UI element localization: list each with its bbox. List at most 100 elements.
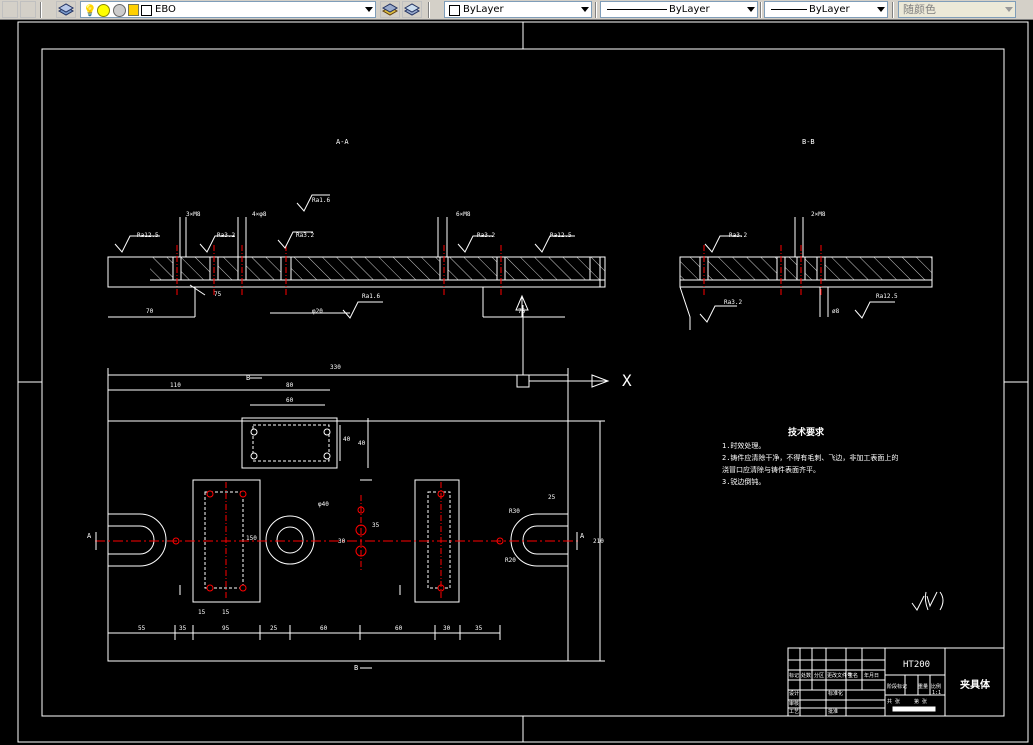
section-mark: B — [354, 664, 359, 672]
toolbar-separator — [40, 2, 42, 18]
dimension-label: 35 — [179, 625, 187, 632]
properties-toolbar: 💡 EBO ByLayer ByLayer ByLayer 随颜色 — [0, 0, 1033, 20]
dimension-label: R30 — [509, 508, 520, 515]
layer-name: EBO — [155, 4, 176, 15]
tech-requirement-line: 3.锐边倒钝。 — [722, 478, 766, 486]
titleblock-label: 重量 — [918, 684, 929, 690]
dimension-label: 40 — [358, 440, 366, 447]
chevron-down-icon[interactable] — [877, 7, 885, 12]
dimension-label: 25 — [270, 625, 278, 632]
lineweight-sample — [771, 9, 807, 10]
layer-color-swatch — [141, 5, 152, 16]
tech-requirement-line: 1.时效处理。 — [722, 442, 766, 450]
dimension-label: 3×M8 — [186, 211, 201, 218]
roughness-label: Ra3.2 — [477, 232, 496, 239]
titleblock-label: 1:1 — [932, 690, 942, 696]
dimension-label: φ40 — [318, 501, 329, 508]
linetype-value: ByLayer — [669, 4, 710, 15]
chevron-down-icon[interactable] — [747, 7, 755, 12]
titleblock-label: 更改文件号 — [827, 673, 853, 679]
titleblock-label: 共 张 — [887, 699, 901, 705]
layer-previous-icon[interactable] — [402, 1, 422, 18]
make-object-layer-current-icon[interactable] — [380, 1, 400, 18]
roughness-label: Ra12.5 — [137, 232, 159, 239]
titleblock-label: 批准 — [828, 709, 839, 715]
ucs-icon — [516, 305, 610, 388]
roughness-label: Ra3.2 — [296, 232, 315, 239]
dimension-label: 35 — [372, 522, 380, 529]
lineweight-value: ByLayer — [809, 4, 850, 15]
dimension-label: R20 — [505, 557, 516, 564]
lightbulb-icon[interactable]: 💡 — [83, 4, 97, 17]
plotstyle-value: 随颜色 — [903, 3, 936, 16]
color-dropdown[interactable]: ByLayer — [444, 1, 592, 18]
titleblock-label: 工艺 — [789, 709, 800, 715]
section-mark: A — [580, 532, 585, 540]
titleblock-label: 标准化 — [828, 691, 844, 697]
dimension-label: 4×φ8 — [252, 211, 267, 218]
lock-icon[interactable] — [128, 4, 139, 16]
dimension-label: ø8 — [832, 308, 840, 315]
dimension-label: 2×M8 — [811, 211, 826, 218]
titleblock-label: 处数 — [801, 673, 812, 679]
titleblock-label: 设计 — [789, 691, 800, 697]
dimension-label: 55 — [138, 625, 146, 632]
axis-x-label: X — [622, 371, 632, 390]
dimension-label: 110 — [170, 382, 181, 389]
dimension-label: 75 — [214, 291, 222, 298]
title-block — [787, 647, 1005, 717]
tech-requirements-title: 技术要求 — [788, 428, 825, 438]
dimension-label: 15 — [222, 609, 230, 616]
roughness-label: Ra3.2 — [729, 232, 748, 239]
plotstyle-dropdown[interactable]: 随颜色 — [898, 1, 1016, 18]
roughness-label: Ra3.2 — [217, 232, 236, 239]
toolbar-separator — [892, 2, 894, 18]
dimension-label: 6×M8 — [456, 211, 471, 218]
titleblock-label: 分区 — [814, 673, 825, 679]
dimension-label: φ20 — [312, 308, 323, 315]
dimension-label: 60 — [286, 397, 294, 404]
layer-manager-icon[interactable] — [56, 1, 76, 18]
toolbar-separator — [760, 2, 762, 18]
chevron-down-icon[interactable] — [1005, 7, 1013, 12]
dimension-label: 60 — [395, 625, 403, 632]
section-bb-label: B-B — [802, 138, 815, 146]
dimension-label: 210 — [593, 538, 604, 545]
titleblock-label: 阶段标记 — [887, 684, 908, 690]
dimension-label: 40 — [343, 436, 351, 443]
toolbar-separator — [428, 2, 430, 18]
linetype-dropdown[interactable]: ByLayer — [600, 1, 758, 18]
drawing-canvas[interactable]: A-A B-B Ra12.5 Ra3.2 Ra1.6 Ra3.2 Ra3.2 R… — [0, 20, 1033, 745]
plan-view — [95, 368, 605, 669]
roughness-label: Ra1.6 — [362, 293, 381, 300]
dimension-label: 80 — [286, 382, 294, 389]
dimension-label: 25 — [548, 494, 556, 501]
chevron-down-icon[interactable] — [365, 7, 373, 12]
section-mark: A — [87, 532, 92, 540]
dimension-label: 15 — [198, 609, 206, 616]
dimension-label: 60 — [320, 625, 328, 632]
viewport-freeze-icon[interactable] — [113, 4, 126, 17]
layer-dropdown[interactable]: 💡 EBO — [80, 1, 376, 18]
sun-icon[interactable] — [97, 4, 110, 17]
material-label: HT200 — [903, 660, 931, 670]
roughness-label: Ra12.5 — [550, 232, 572, 239]
layer-icon[interactable] — [2, 1, 18, 18]
overall-roughness-symbol — [911, 591, 944, 611]
linetype-sample — [607, 9, 667, 10]
tech-requirement-line: 2.铸件应清除干净，不得有毛刺、飞边，非加工表面上的 — [722, 454, 899, 462]
titleblock-label: 比例 — [931, 684, 942, 690]
roughness-label: Ra1.6 — [312, 197, 331, 204]
lineweight-dropdown[interactable]: ByLayer — [764, 1, 888, 18]
inner-frame-border — [41, 48, 1005, 717]
tech-requirement-line: 浇冒口应清除与铸件表面齐平。 — [722, 466, 820, 474]
dimension-label: 30 — [338, 538, 346, 545]
layer-states-icon[interactable] — [20, 1, 36, 18]
titleblock-label: 年月日 — [864, 673, 880, 679]
color-value: ByLayer — [463, 4, 504, 15]
chevron-down-icon[interactable] — [581, 7, 589, 12]
cad-drawing — [17, 21, 1029, 743]
toolbar-separator — [595, 2, 597, 18]
titleblock-label: 标记 — [789, 673, 800, 679]
section-mark: B — [246, 374, 251, 382]
